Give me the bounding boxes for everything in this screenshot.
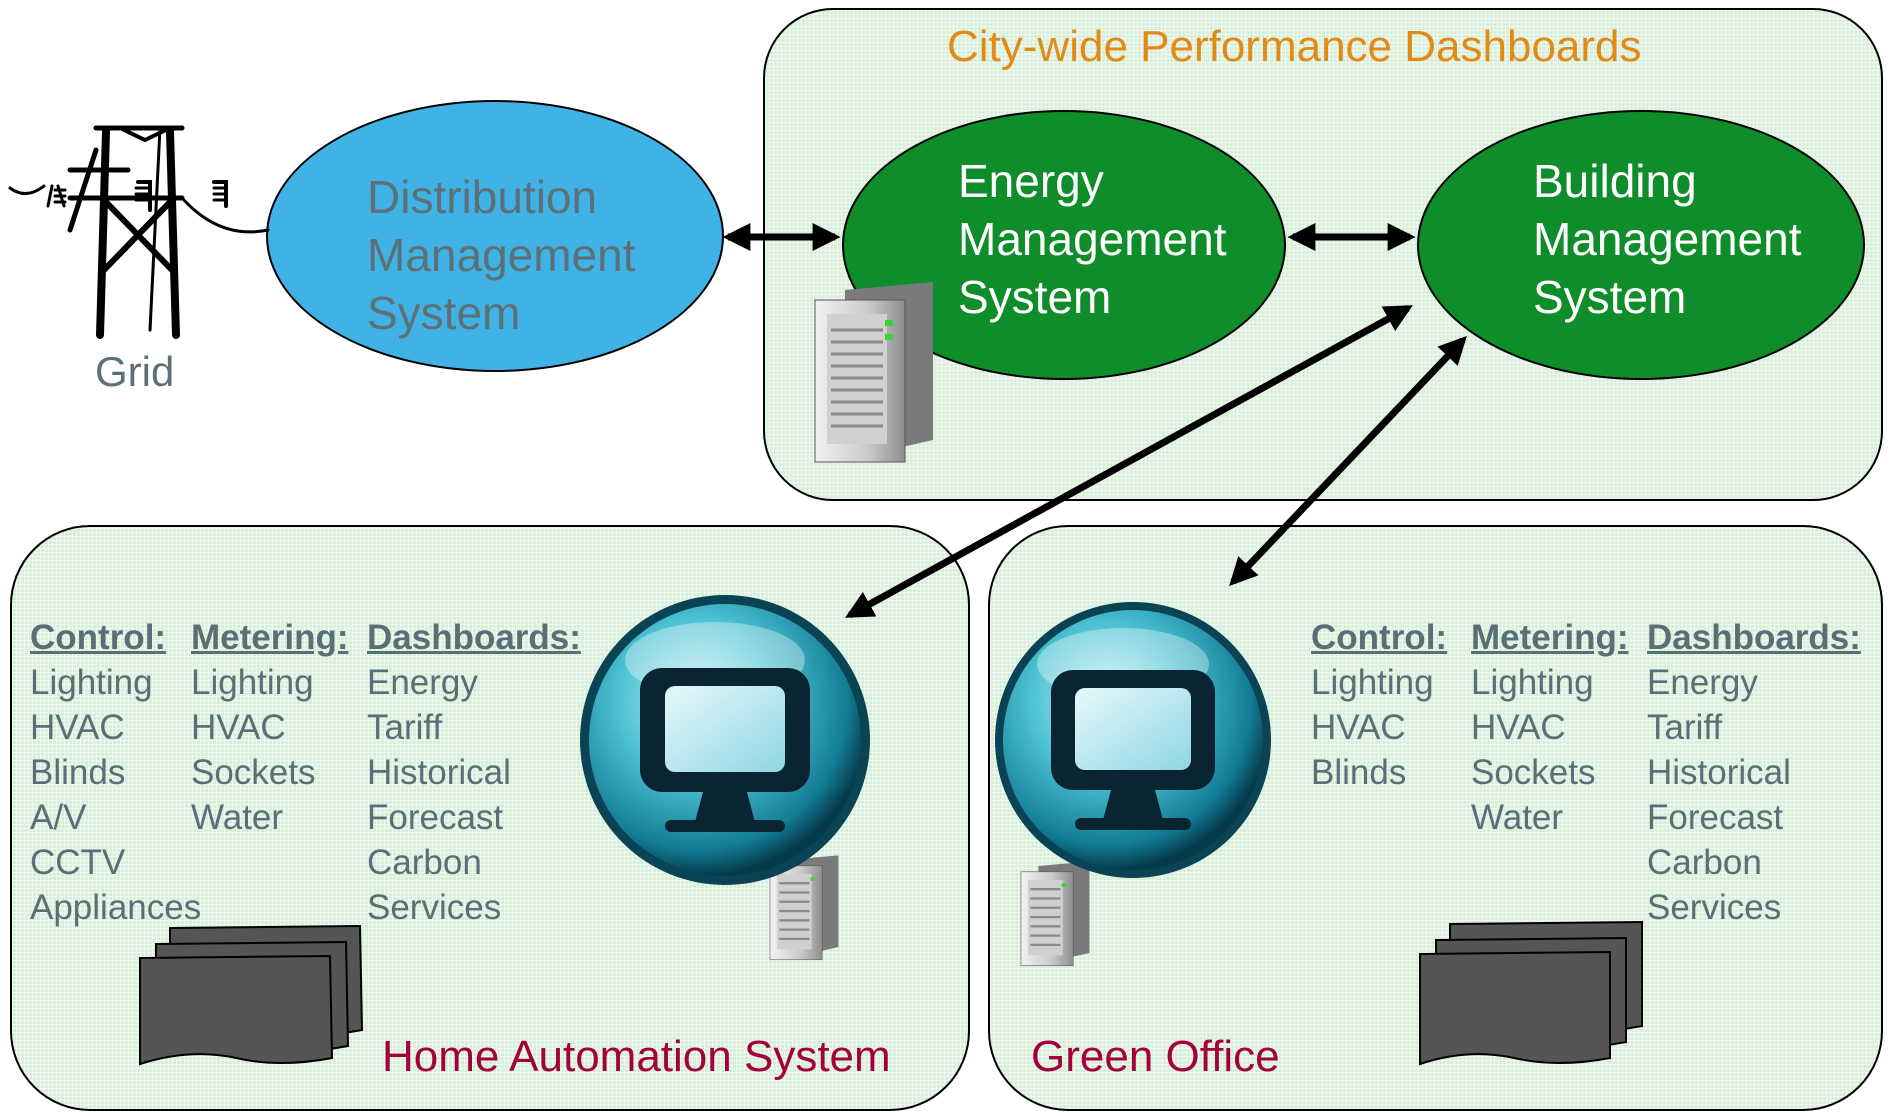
energy-management-label: Energy Management System [958, 152, 1227, 326]
list-item: HVAC [30, 708, 125, 747]
ems-line-3: System [958, 271, 1112, 323]
office-dashboards-list: Dashboards: Energy Tariff Historical For… [1647, 615, 1861, 930]
distribution-management-label: Distribution Management System [367, 168, 636, 342]
green-office-title: Green Office [1031, 1032, 1280, 1081]
monitor-icon [580, 595, 870, 885]
list-item: Energy [367, 663, 478, 702]
distribution-management-node [266, 100, 724, 372]
list-item: Forecast [367, 798, 504, 837]
home-dashboards-list: Dashboards: Energy Tariff Historical For… [367, 615, 581, 930]
building-management-label: Building Management System [1533, 152, 1802, 326]
connection-arrows [722, 223, 1467, 619]
list-item: Tariff [1647, 708, 1723, 747]
list-item: Water [1471, 798, 1564, 837]
list-item: Forecast [1647, 798, 1784, 837]
list-item: Water [191, 798, 284, 837]
server-icon [1020, 861, 1090, 967]
list-item: Blinds [30, 753, 126, 792]
dms-line-3: System [367, 287, 521, 339]
list-item: Sockets [1471, 753, 1596, 792]
bms-line-1: Building [1533, 155, 1697, 207]
arrow-bms-office [1229, 335, 1467, 587]
bms-line-2: Management [1533, 213, 1802, 265]
list-item: Carbon [1647, 843, 1762, 882]
documents-stack-icon [139, 924, 364, 1066]
list-item: Blinds [1311, 753, 1407, 792]
office-control-list: Control: Lighting HVAC Blinds [1311, 615, 1447, 795]
list-item: Lighting [191, 663, 314, 702]
list-item: HVAC [191, 708, 286, 747]
dms-line-2: Management [367, 229, 636, 281]
home-control-header: Control: [30, 618, 167, 657]
office-control-header: Control: [1311, 618, 1448, 657]
list-item: Lighting [1471, 663, 1594, 702]
list-item: Carbon [367, 843, 482, 882]
ems-line-2: Management [958, 213, 1227, 265]
list-item: Services [367, 888, 502, 927]
home-automation-title: Home Automation System [382, 1032, 891, 1081]
monitor-icon [995, 602, 1271, 878]
list-item: Energy [1647, 663, 1758, 702]
office-dashboards-header: Dashboards: [1647, 618, 1861, 657]
dms-line-1: Distribution [367, 171, 598, 223]
documents-stack-icon [1419, 920, 1643, 1066]
list-item: Sockets [191, 753, 316, 792]
office-metering-header: Metering: [1471, 618, 1629, 657]
list-item: Appliances [30, 888, 202, 927]
home-metering-header: Metering: [191, 618, 349, 657]
home-dashboards-header: Dashboards: [367, 618, 581, 657]
list-item: Historical [367, 753, 511, 792]
list-item: A/V [30, 798, 87, 837]
ems-line-1: Energy [958, 155, 1104, 207]
list-item: Services [1647, 888, 1782, 927]
server-icon [814, 282, 933, 463]
grid-label: Grid [95, 348, 175, 395]
home-control-list: Control: Lighting HVAC Blinds A/V CCTV A… [30, 615, 201, 930]
list-item: HVAC [1311, 708, 1406, 747]
power-pylon-icon [8, 125, 270, 339]
list-item: Historical [1647, 753, 1791, 792]
list-item: Tariff [367, 708, 443, 747]
list-item: HVAC [1471, 708, 1566, 747]
arrow-bms-home [845, 304, 1413, 619]
office-metering-list: Metering: Lighting HVAC Sockets Water [1471, 615, 1629, 840]
home-metering-list: Metering: Lighting HVAC Sockets Water [191, 615, 349, 840]
server-icon [769, 855, 839, 961]
list-item: Lighting [30, 663, 153, 702]
list-item: Lighting [1311, 663, 1434, 702]
list-item: CCTV [30, 843, 126, 882]
building-management-node [1417, 110, 1865, 380]
city-dashboards-title: City-wide Performance Dashboards [947, 22, 1642, 71]
bms-line-3: System [1533, 271, 1687, 323]
